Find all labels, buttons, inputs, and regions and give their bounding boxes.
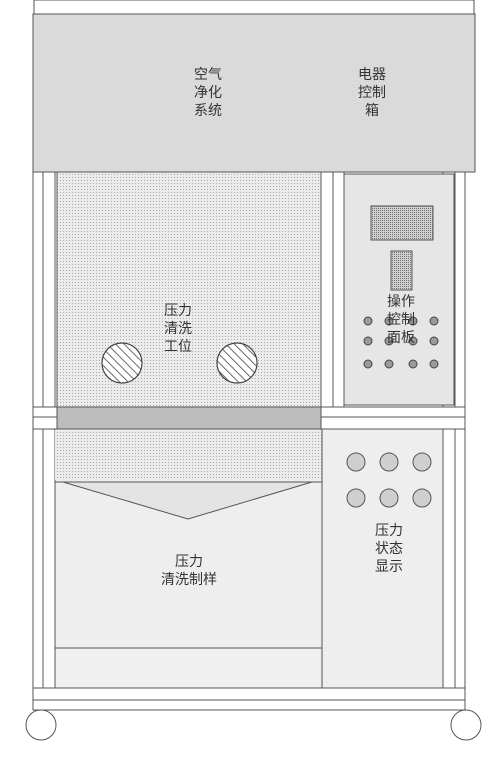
operation-panel-label: 操作 控制 面板: [387, 294, 415, 346]
svg-text:箱: 箱: [365, 103, 379, 119]
panel-button: [429, 359, 439, 369]
panel-button: [408, 316, 418, 326]
caster-wheel-left: [25, 709, 57, 741]
status-display-label: 压力 状态 显示: [375, 523, 403, 575]
base-rail-top: [32, 687, 466, 701]
svg-text:空气: 空气: [194, 67, 222, 83]
sampling-label: 压力 清洗制样: [161, 554, 217, 588]
svg-text:工位: 工位: [164, 339, 192, 355]
svg-text:操作: 操作: [387, 294, 415, 310]
svg-text:面板: 面板: [387, 330, 415, 346]
svg-text:清洗: 清洗: [164, 321, 192, 337]
svg-text:压力: 压力: [164, 303, 192, 319]
svg-text:电器: 电器: [358, 67, 386, 83]
status-light: [379, 488, 399, 508]
svg-text:压力: 压力: [175, 554, 203, 570]
panel-button: [363, 316, 373, 326]
panel-button: [429, 336, 439, 346]
caster-wheel-right: [450, 709, 482, 741]
status-light: [412, 488, 432, 508]
panel-button: [384, 316, 394, 326]
top-frame: [33, 0, 475, 15]
left-post: [32, 171, 44, 703]
svg-text:净化: 净化: [194, 85, 222, 101]
left-post-inner: [42, 171, 56, 703]
panel-button: [384, 359, 394, 369]
panel-buttons: [363, 316, 439, 369]
svg-text:控制: 控制: [387, 312, 415, 328]
pressure-station-label: 压力 清洗 工位: [164, 303, 192, 355]
status-light: [346, 452, 366, 472]
bottom-drawer: [54, 647, 323, 689]
work-surface-bar: [56, 406, 322, 430]
status-lights: [346, 452, 432, 508]
top-equipment-box: [32, 13, 476, 173]
panel-button: [363, 336, 373, 346]
svg-text:系统: 系统: [194, 103, 222, 119]
panel-button: [408, 336, 418, 346]
panel-small-display: [390, 250, 413, 291]
hopper-top: [55, 430, 322, 480]
status-light: [346, 488, 366, 508]
svg-text:显示: 显示: [375, 559, 403, 575]
air-purification-label: 空气 净化 系统: [194, 67, 222, 119]
panel-display-screen: [370, 205, 434, 241]
glove-port-right: [216, 342, 258, 384]
panel-button: [363, 359, 373, 369]
center-post: [320, 171, 334, 408]
status-light: [379, 452, 399, 472]
status-display-cabinet: [321, 428, 444, 689]
right-post: [454, 171, 466, 703]
panel-button: [429, 316, 439, 326]
glove-port-left: [101, 342, 143, 384]
svg-text:清洗制样: 清洗制样: [161, 572, 217, 588]
panel-button: [408, 359, 418, 369]
svg-text:控制: 控制: [358, 85, 386, 101]
base-rail-bottom: [32, 699, 466, 711]
svg-text:状态: 状态: [375, 541, 403, 557]
status-light: [412, 452, 432, 472]
center-post-inner: [332, 171, 345, 408]
electrical-box-label: 电器 控制 箱: [358, 67, 386, 119]
panel-button: [384, 336, 394, 346]
pressure-station-chamber: [56, 171, 322, 408]
svg-text:压力: 压力: [375, 523, 403, 539]
